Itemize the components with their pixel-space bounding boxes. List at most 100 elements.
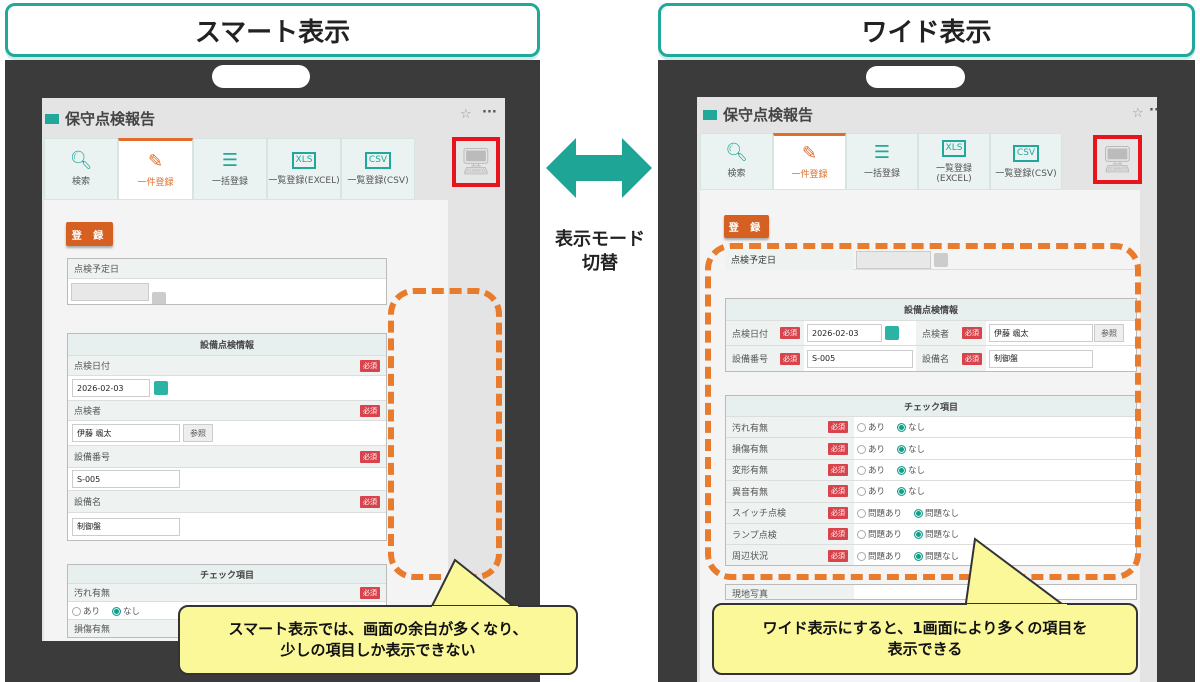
inspection-date-label: 点検日付 [732, 329, 769, 340]
radio-selected-icon [914, 508, 924, 518]
option-label: なし [908, 423, 926, 434]
required-badge: 必須 [360, 450, 380, 463]
required-badge: 必須 [828, 421, 848, 434]
more-icon[interactable]: ··· [482, 105, 497, 120]
equipment-info-table: 設備点検情報 点検日付必須 2026-02-03 点検者必須 伊藤 颯太参照 設… [67, 333, 387, 541]
inspector-label-cell: 点検者必須 [916, 321, 986, 345]
app-folder-icon [703, 109, 717, 120]
more-icon[interactable]: ··· [1149, 103, 1157, 118]
display-mode-toggle-button[interactable]: 🖥︎ [452, 137, 500, 187]
calendar-icon[interactable] [154, 381, 168, 395]
smart-view-title: スマート表示 [5, 3, 540, 57]
scheduled-date-input[interactable] [856, 250, 931, 269]
radio-option-1[interactable]: あり [857, 443, 885, 455]
app-title: 保守点検報告 [723, 106, 814, 124]
radio-selected-icon [897, 423, 907, 433]
equipment-no-input[interactable]: S-005 [807, 349, 913, 368]
inspection-date-label-row: 点検日付必須 [68, 356, 386, 376]
calendar-icon[interactable] [151, 291, 166, 304]
display-mode-toggle-button[interactable]: 🖥︎ [1093, 135, 1142, 184]
radio-option-1[interactable]: あり [857, 485, 885, 497]
equipment-no-label: 設備番号 [74, 453, 111, 463]
radio-icon [857, 551, 866, 561]
radio-option-2[interactable]: 問題なし [914, 528, 959, 540]
radio-option-2[interactable]: なし [112, 605, 140, 617]
inspector-input[interactable]: 伊藤 颯太 [989, 324, 1093, 342]
equipment-section-header: 設備点検情報 [68, 334, 386, 356]
radio-selected-icon [897, 465, 907, 475]
radio-option-2[interactable]: なし [897, 443, 925, 455]
radio-option-1[interactable]: 問題あり [857, 550, 902, 562]
equipment-no-label-cell: 設備番号必須 [726, 346, 804, 371]
wide-view-title: ワイド表示 [658, 3, 1195, 57]
radio-option-1[interactable]: あり [72, 605, 100, 617]
form-panel: 登 録 点検予定日 設備点検情報 点検日付必須 2026-02-03 点検者必須… [44, 200, 448, 641]
radio-option-2[interactable]: 問題なし [914, 507, 959, 519]
tab-search[interactable]: 🔍︎検索 [44, 138, 118, 200]
check-item-row: 変形有無 必須 あり なし [726, 459, 1136, 482]
radio-option-2[interactable]: なし [897, 485, 925, 497]
option-label: なし [908, 487, 926, 498]
scheduled-date-input[interactable] [71, 283, 149, 301]
stack-icon: ☰ [221, 149, 239, 171]
required-badge: 必須 [828, 442, 848, 455]
radio-icon [857, 423, 866, 433]
equipment-name-input[interactable]: 制御盤 [72, 517, 180, 536]
radio-selected-icon [897, 487, 907, 497]
inspection-date-input[interactable]: 2026-02-03 [72, 379, 150, 397]
tab-label: 一括登録 [863, 169, 900, 179]
inspector-input[interactable]: 伊藤 颯太 [72, 424, 180, 442]
tab-single-register[interactable]: ✎一件登録 [118, 138, 193, 200]
option-label: 問題あり [868, 551, 903, 562]
tab-single-register[interactable]: ✎一件登録 [773, 133, 846, 190]
stack-icon: ☰ [873, 142, 891, 163]
inspection-date-input[interactable]: 2026-02-03 [807, 324, 882, 342]
radio-icon [72, 606, 81, 616]
star-icon[interactable]: ☆ [1132, 106, 1144, 121]
register-button[interactable]: 登 録 [724, 215, 769, 238]
smart-view-callout: スマート表示では、画面の余白が多くなり、少しの項目しか表示できない [178, 605, 578, 675]
equipment-no-input[interactable]: S-005 [72, 470, 180, 488]
calendar-icon[interactable] [934, 252, 948, 267]
calendar-icon[interactable] [885, 326, 899, 340]
radio-option-1[interactable]: あり [857, 464, 885, 476]
equipment-section-header: 設備点検情報 [726, 299, 1136, 321]
check-item-label-cell: 変形有無 必須 [726, 459, 854, 481]
callout-joint [967, 604, 1067, 609]
option-label: 問題なし [925, 508, 960, 519]
left-callout-pointer [428, 558, 520, 610]
form-panel: 登 録 点検予定日 設備点検情報 点検日付必須 2026-02-03 点検者必須… [700, 190, 1140, 682]
equipment-no-label: 設備番号 [732, 355, 769, 365]
radio-option-1[interactable]: あり [857, 421, 885, 433]
reference-button[interactable]: 参照 [1094, 324, 1124, 342]
radio-option-1[interactable]: 問題あり [857, 528, 902, 540]
tab-search[interactable]: 🔍︎検索 [700, 133, 773, 190]
equipment-name-input[interactable]: 制御盤 [989, 349, 1093, 368]
required-badge: 必須 [780, 327, 800, 339]
radio-icon [857, 530, 866, 540]
check-items-table: チェック項目 汚れ有無 必須 あり なし 損傷有無 必須 あり なし 変形有無 … [725, 395, 1137, 566]
scheduled-date-row: 点検予定日 [725, 249, 1137, 270]
empty-space-highlight [388, 288, 502, 580]
radio-option-1[interactable]: 問題あり [857, 507, 902, 519]
tab-bulk-register[interactable]: ☰一括登録 [193, 138, 267, 200]
check-item-label-cell: 汚れ有無 必須 [726, 417, 854, 438]
radio-option-2[interactable]: 問題なし [914, 550, 959, 562]
equipment-name-label: 設備名 [74, 498, 102, 508]
reference-button[interactable]: 参照 [183, 424, 213, 442]
register-button[interactable]: 登 録 [66, 222, 113, 246]
xls-file-icon: XLS [941, 139, 967, 157]
tab-bulk-register[interactable]: ☰ 一括登録 [846, 133, 918, 190]
double-arrow-icon [546, 138, 652, 198]
star-icon[interactable]: ☆ [460, 107, 472, 122]
switch-label-line1: 表示モード [555, 229, 645, 250]
callout-line1: ワイド表示にすると、1画面により多くの項目を [762, 619, 1088, 637]
scheduled-date-label: 点検予定日 [725, 249, 853, 270]
radio-option-2[interactable]: なし [897, 421, 925, 433]
app-folder-icon [45, 113, 59, 124]
radio-option-2[interactable]: なし [897, 464, 925, 476]
